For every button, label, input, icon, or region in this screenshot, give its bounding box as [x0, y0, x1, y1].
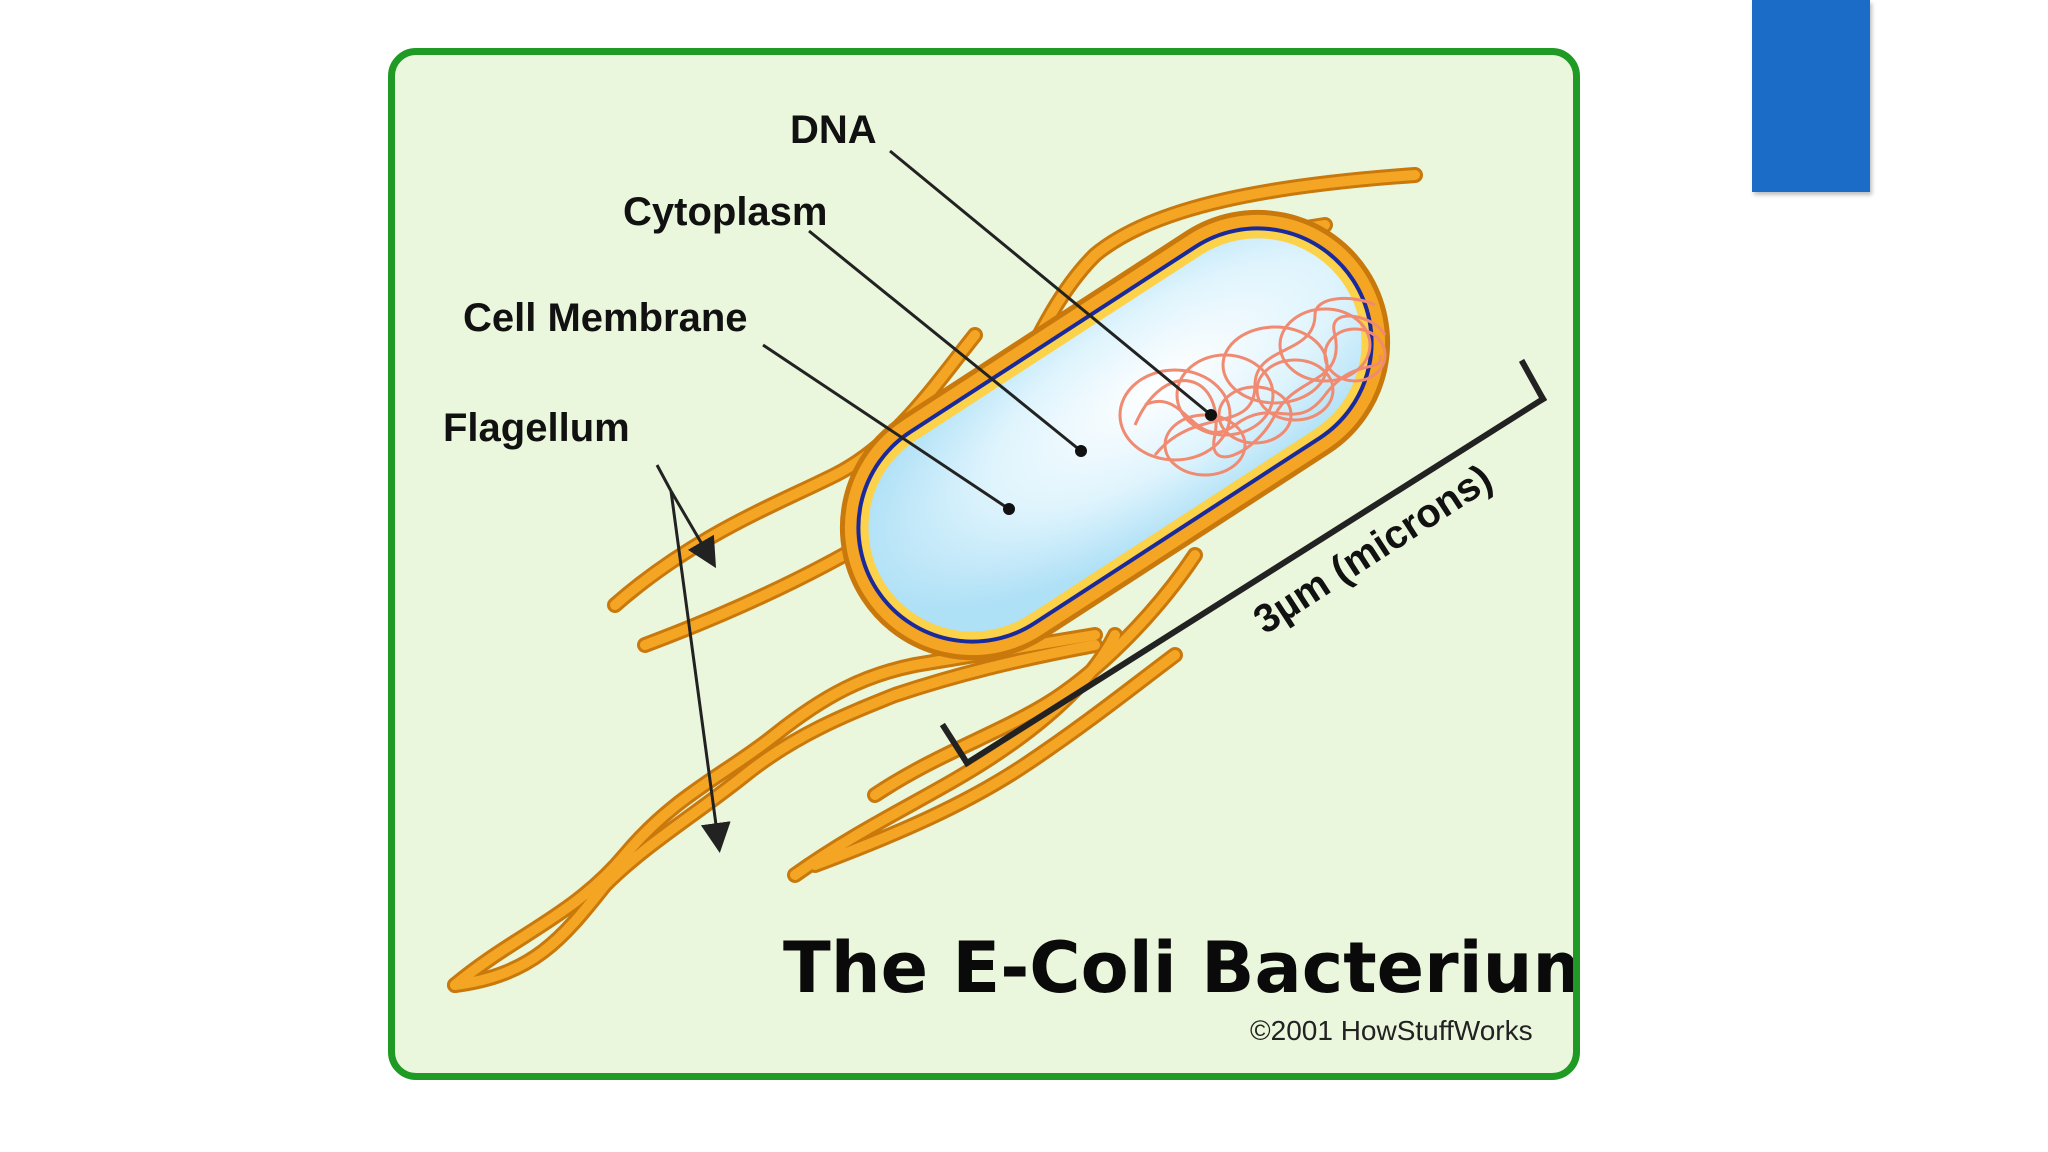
- dna: [1118, 296, 1387, 477]
- copyright-text: ©2001 HowStuffWorks: [1250, 1015, 1533, 1046]
- accent-bar: [1752, 0, 1870, 192]
- diagram-title: The E-Coli Bacterium: [783, 927, 1573, 1009]
- scale-bar: [939, 358, 1548, 768]
- label-flagellum: Flagellum: [443, 406, 630, 450]
- label-dna: DNA: [790, 108, 877, 152]
- label-scale: 3µm (microns): [1246, 456, 1500, 642]
- diagram-canvas: DNA Cytoplasm Cell Membrane Flagellum 3µ…: [443, 108, 1573, 1046]
- leader-dots: [1003, 409, 1217, 515]
- label-cytoplasm: Cytoplasm: [623, 190, 828, 234]
- leader-lines: [655, 149, 1212, 853]
- label-cell-membrane: Cell Membrane: [463, 296, 748, 340]
- ecoli-diagram: DNA Cytoplasm Cell Membrane Flagellum 3µ…: [388, 48, 1580, 1080]
